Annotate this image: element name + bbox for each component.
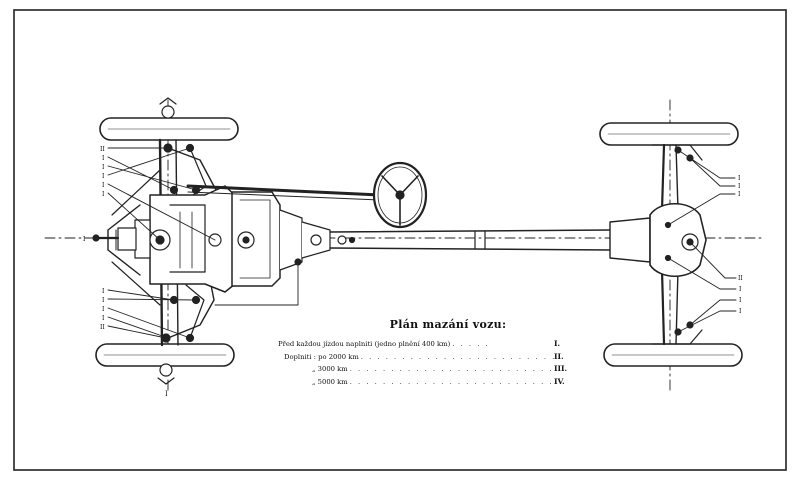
marker-label: II [738,275,743,282]
engine-block [92,185,241,293]
front-center-marker: I [83,236,86,243]
torque-tube [329,217,651,263]
legend-row-text: „ 5000 km [312,377,348,386]
rear-left-wheel [599,122,739,146]
steering-column [186,161,428,229]
rear-bottom-markers: II I I I [738,275,743,315]
marker-label: I [738,191,741,198]
marker-label: I [102,306,105,313]
marker-label: I [102,288,105,295]
legend-row: Před každou jízdou naplniti (jedno plněn… [278,339,578,352]
front-right-wheel [95,343,235,367]
legend-row: „ 3000 km . . . . . . . . . . . . . . . … [278,364,578,377]
plate-border [13,9,787,471]
legend-row-dots: . . . . . . . . . . . . . . . . . . . . … [349,377,554,386]
legend-row-number: IV. [554,376,565,386]
marker-label: I [738,183,741,190]
marker-label: I [102,191,105,198]
gearbox [231,191,356,287]
marker-label: I [102,164,105,171]
legend-row-text: Doplniti : po 2000 km [284,352,359,361]
legend-row: Doplniti : po 2000 km . . . . . . . . . … [278,352,578,365]
marker-label: I [102,182,105,189]
front-top-markers: II I I I I I [100,146,105,198]
legend-row-number: II. [554,351,564,361]
marker-label: I [739,308,742,315]
front-crossmember [107,169,161,306]
legend-row: „ 5000 km . . . . . . . . . . . . . . . … [278,377,578,390]
legend-row-dots: . . . . . [452,340,490,348]
front-axle-label: I [165,390,168,398]
legend-row-dots: . . . . . . . . . . . . . . . . . . . . … [349,365,554,373]
legend-row-text: „ 3000 km [312,365,348,373]
legend-row-text: Před každou jízdou naplniti (jedno plněn… [278,340,451,348]
marker-label: I [739,297,742,304]
rear-leader-lines [667,149,737,333]
front-bottom-markers: I I I I II [100,288,105,331]
rear-right-wheel [603,343,743,367]
marker-label: I [102,315,105,322]
marker-label: I [102,297,105,304]
rear-top-markers: I I I [738,175,741,198]
legend-row-number: I. [554,339,561,348]
front-leader-lines [107,147,299,339]
lubrication-legend: Plán mazání vozu: Před každou jízdou nap… [278,318,578,389]
marker-label: I [102,173,105,180]
marker-label: I [738,175,741,182]
marker-label: II [100,146,105,153]
marker-label: I [739,286,742,293]
legend-row-number: III. [554,364,568,373]
rear-axle [649,143,707,346]
marker-label: II [100,324,105,331]
marker-label: I [102,155,105,162]
legend-row-dots: . . . . . . . . . . . . . . . . . . . . … [360,352,554,361]
front-left-wheel [99,117,239,141]
legend-title: Plán mazání vozu: [389,318,507,331]
